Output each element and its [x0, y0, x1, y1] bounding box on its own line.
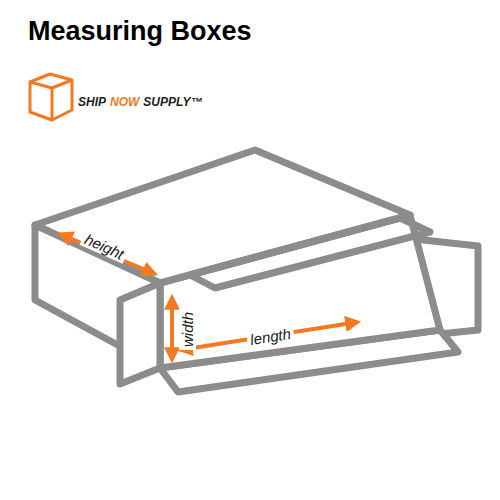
page-title: Measuring Boxes: [28, 18, 252, 45]
open-box: [35, 150, 478, 392]
width-arrow: [170, 297, 174, 360]
length-arrow: [180, 322, 358, 350]
logo-icon: [30, 74, 72, 120]
logo-text: NOW: [110, 96, 139, 108]
logo-text: SUPPLY™: [143, 96, 202, 108]
dimension-label: width: [180, 308, 197, 349]
logo-text: SHIP: [78, 96, 106, 108]
